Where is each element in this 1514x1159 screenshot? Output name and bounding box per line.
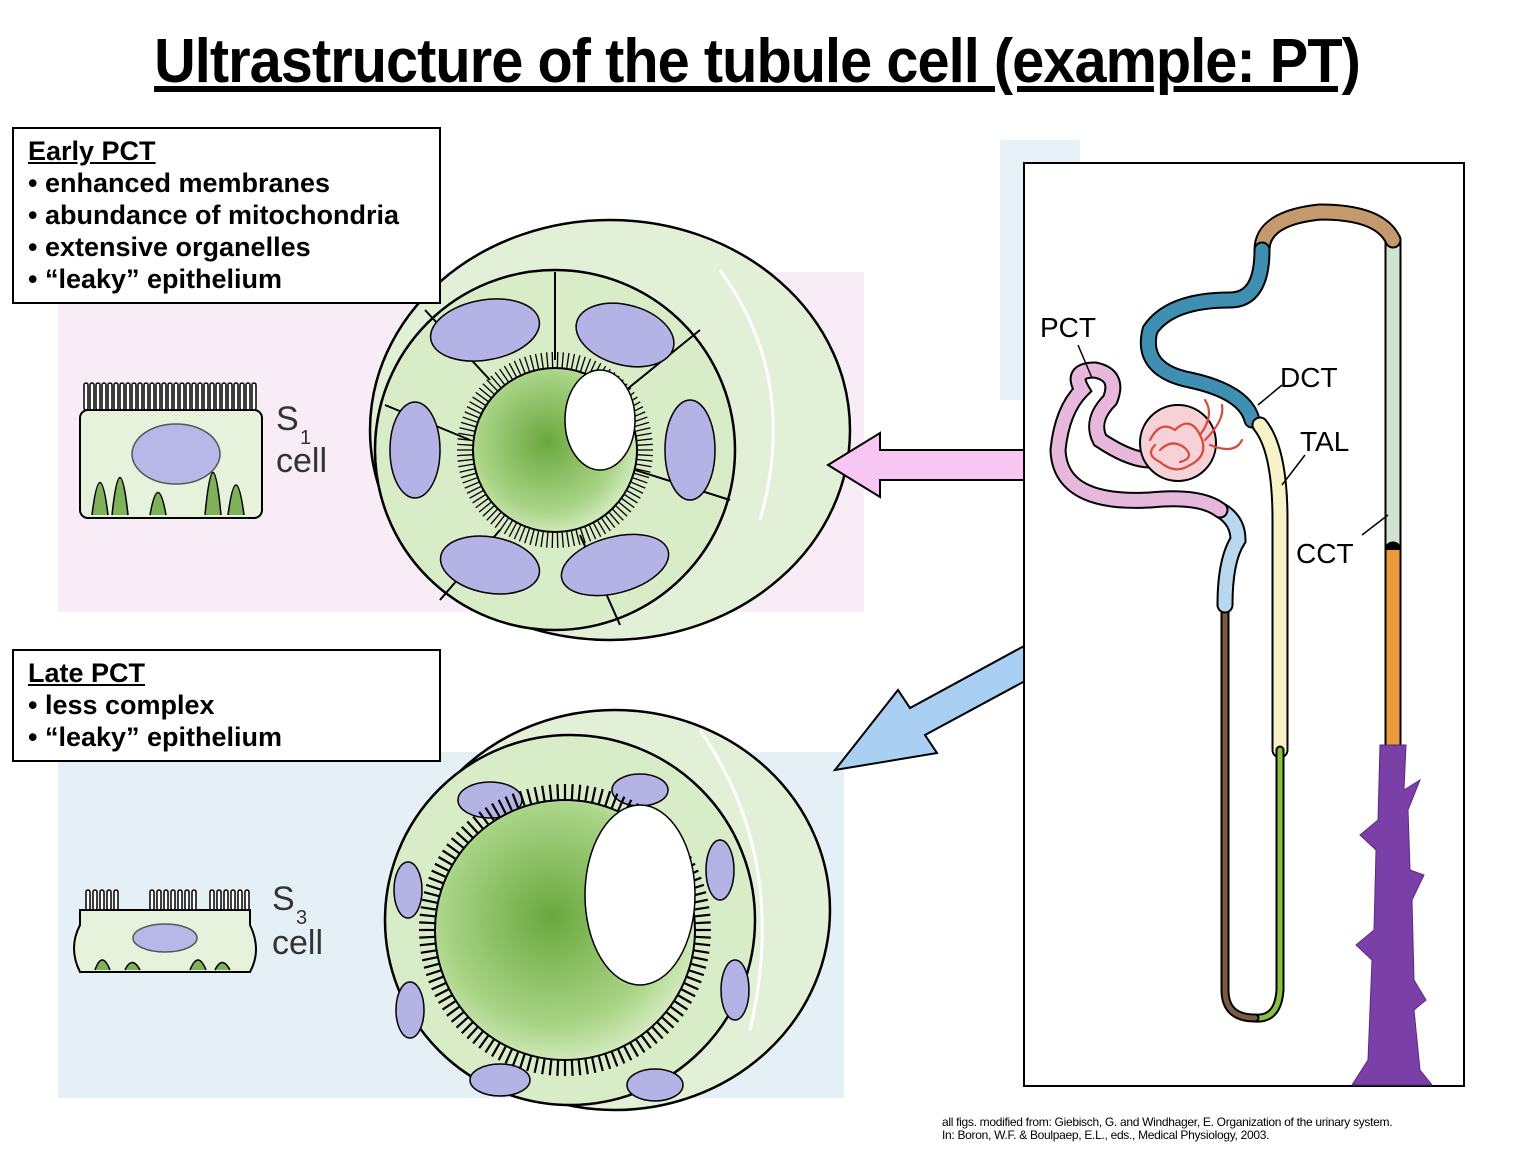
late-pct-heading: Late PCT (28, 658, 146, 688)
early-pct-heading: Early PCT (28, 136, 156, 166)
glomerulus-capillaries (1148, 398, 1244, 471)
s1-nucleus (131, 423, 221, 485)
label-pct: PCT (1040, 312, 1096, 343)
label-dct: DCT (1280, 362, 1338, 393)
s1-cell-drawing (79, 382, 263, 519)
nephron-leader-lines (1077, 344, 1389, 536)
early-pct-item: abundance of mitochondria (28, 199, 425, 231)
s1-tubule-cross-section (368, 218, 852, 642)
credit-line-1: all figs. modified from: Giebisch, G. an… (942, 1115, 1393, 1129)
s3-tubule-cross-section (383, 708, 832, 1112)
s1-nuclei (389, 298, 716, 597)
credit-line-2: In: Boron, W.F. & Boulpaep, E.L., eds., … (942, 1128, 1270, 1142)
s3-letter: S (272, 880, 295, 918)
s3-nuclei (393, 773, 750, 1102)
s1-word: cell (276, 442, 327, 480)
s3-word: cell (272, 924, 323, 962)
s3-subscript: 3 (296, 907, 307, 929)
figure-credit: all figs. modified from: Giebisch, G. an… (942, 1115, 1393, 1142)
late-pct-item: “leaky” epithelium (28, 721, 425, 753)
label-tal: TAL (1300, 426, 1349, 457)
label-cct: CCT (1296, 538, 1354, 569)
s1-subscript: 1 (300, 427, 311, 449)
early-pct-item: enhanced membranes (28, 167, 425, 199)
page-title: Ultrastructure of the tubule cell (examp… (154, 27, 1361, 96)
s1-letter: S (276, 400, 299, 438)
s3-cell-drawing (73, 889, 257, 973)
early-pct-item: extensive organelles (28, 231, 425, 263)
pink-arrow-to-s1 (826, 431, 1031, 499)
nephron-diagram (1049, 203, 1434, 1086)
late-pct-item: less complex (28, 689, 425, 721)
early-pct-box: Early PCT enhanced membranes abundance o… (12, 127, 441, 304)
late-pct-box: Late PCT less complex “leaky” epithelium (12, 649, 441, 762)
early-pct-item: “leaky” epithelium (28, 263, 425, 295)
